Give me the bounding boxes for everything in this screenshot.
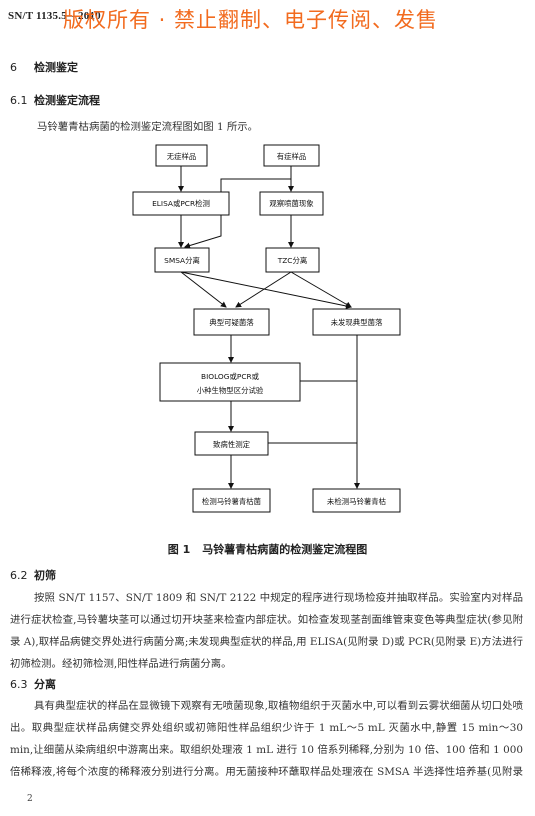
label-tzc: TZC分离 bbox=[277, 256, 308, 265]
flow-connectors bbox=[178, 166, 360, 489]
box-biolog bbox=[159, 362, 301, 402]
section-title: 检测鉴定 bbox=[34, 61, 78, 74]
paragraph-isolation: 具有典型症状的样品在显微镜下观察有无喷菌现象,取植物组织于灭菌水中,可以看到云雾… bbox=[10, 700, 523, 778]
section-number: 6 bbox=[10, 61, 17, 74]
box-observe bbox=[259, 191, 324, 216]
standard-code: SN/T 1135.5—2010 bbox=[8, 10, 101, 22]
figure-title: 马铃薯青枯病菌的检测鉴定流程图 bbox=[202, 543, 368, 556]
label-biolog-line2: 小种生物型区分试验 bbox=[197, 386, 264, 395]
label-not-detected: 未检测马铃薯青枯 bbox=[327, 497, 387, 506]
box-elisa-pcr bbox=[132, 191, 230, 216]
section-title: 初筛 bbox=[34, 569, 56, 582]
paragraph-screening: 按照 SN/T 1157、SN/T 1809 和 SN/T 2122 中规定的程… bbox=[10, 592, 523, 670]
section-title: 检测鉴定流程 bbox=[34, 94, 100, 107]
page-number: 2 bbox=[27, 794, 33, 804]
section-number: 6.2 bbox=[10, 569, 28, 582]
section-number: 6.3 bbox=[10, 678, 28, 691]
flow-labels: 无症样品 有症样品 ELISA或PCR检测 观察喷菌现象 SMSA分离 TZC分… bbox=[152, 152, 387, 506]
label-detected: 检测马铃薯青枯菌 bbox=[202, 497, 261, 506]
box-symptomatic bbox=[263, 144, 320, 167]
box-pathogenicity bbox=[194, 431, 269, 456]
flow-boxes bbox=[132, 144, 401, 513]
detection-flowchart: 无症样品 有症样品 ELISA或PCR检测 观察喷菌现象 SMSA分离 TZC分… bbox=[132, 144, 401, 513]
label-pathogenicity: 致病性测定 bbox=[213, 440, 251, 449]
label-symptomatic: 有症样品 bbox=[277, 152, 307, 161]
label-atypical: 未发现典型菌落 bbox=[331, 318, 383, 327]
box-tzc bbox=[265, 247, 320, 273]
section-6-3-heading: 6.3 分离 bbox=[10, 676, 56, 692]
copyright-watermark: 版权所有 · 禁止翻制、电子传阅、发售 bbox=[63, 8, 439, 32]
box-typical bbox=[193, 308, 270, 336]
flowchart-intro-text: 马铃薯青枯病菌的检测鉴定流程图如图 1 所示。 bbox=[37, 121, 259, 133]
box-detected bbox=[192, 488, 271, 513]
section-6-heading: 6 检测鉴定 bbox=[10, 59, 78, 75]
label-smsa: SMSA分离 bbox=[164, 256, 200, 265]
box-not-detected bbox=[312, 488, 401, 513]
section-number: 6.1 bbox=[10, 94, 28, 107]
figure-caption: 图 1 马铃薯青枯病菌的检测鉴定流程图 bbox=[0, 541, 535, 557]
label-typical: 典型可疑菌落 bbox=[209, 318, 254, 327]
label-biolog-line1: BIOLOG或PCR或 bbox=[201, 372, 260, 381]
box-asymptomatic bbox=[155, 144, 208, 167]
figure-number: 图 1 bbox=[167, 543, 191, 556]
box-smsa bbox=[154, 247, 210, 273]
section-6-2-heading: 6.2 初筛 bbox=[10, 567, 56, 583]
box-atypical bbox=[312, 308, 401, 336]
label-observe: 观察喷菌现象 bbox=[269, 199, 314, 208]
section-title: 分离 bbox=[34, 678, 56, 691]
label-asymptomatic: 无症样品 bbox=[167, 152, 197, 161]
section-6-1-heading: 6.1 检测鉴定流程 bbox=[10, 92, 100, 108]
label-elisa-pcr: ELISA或PCR检测 bbox=[152, 199, 210, 208]
